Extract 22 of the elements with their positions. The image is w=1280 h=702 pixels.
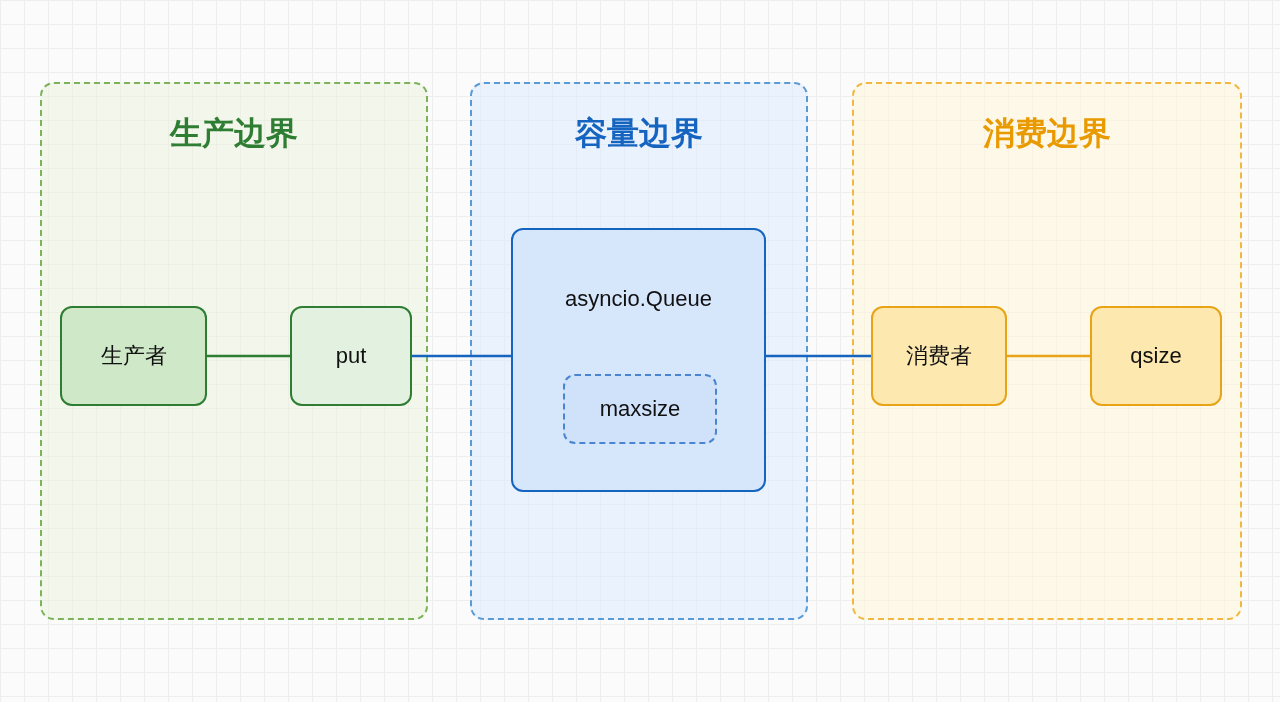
connector-line [766, 354, 871, 358]
process-box [60, 306, 207, 406]
node-label: asyncio.Queue [565, 286, 712, 312]
region-title: 消费边界 [983, 113, 1111, 154]
node-label: maxsize [599, 396, 681, 422]
node-label: 生产者 [100, 342, 167, 370]
process-box [290, 306, 412, 406]
node-label: 消费者 [906, 342, 972, 370]
region-title: 生产边界 [170, 113, 298, 154]
connector-line [207, 354, 290, 358]
boundary-region [40, 82, 428, 620]
connector-line [412, 354, 511, 358]
boundary-region [852, 82, 1242, 620]
dashed-box [563, 374, 717, 444]
process-box [871, 306, 1007, 406]
region-title: 容量边界 [575, 113, 703, 154]
connector-line [1007, 354, 1090, 358]
boundary-region [470, 82, 808, 620]
node-label: put [335, 343, 367, 369]
node-label: qsize [1130, 343, 1182, 369]
process-box [1090, 306, 1222, 406]
process-box [511, 228, 766, 492]
